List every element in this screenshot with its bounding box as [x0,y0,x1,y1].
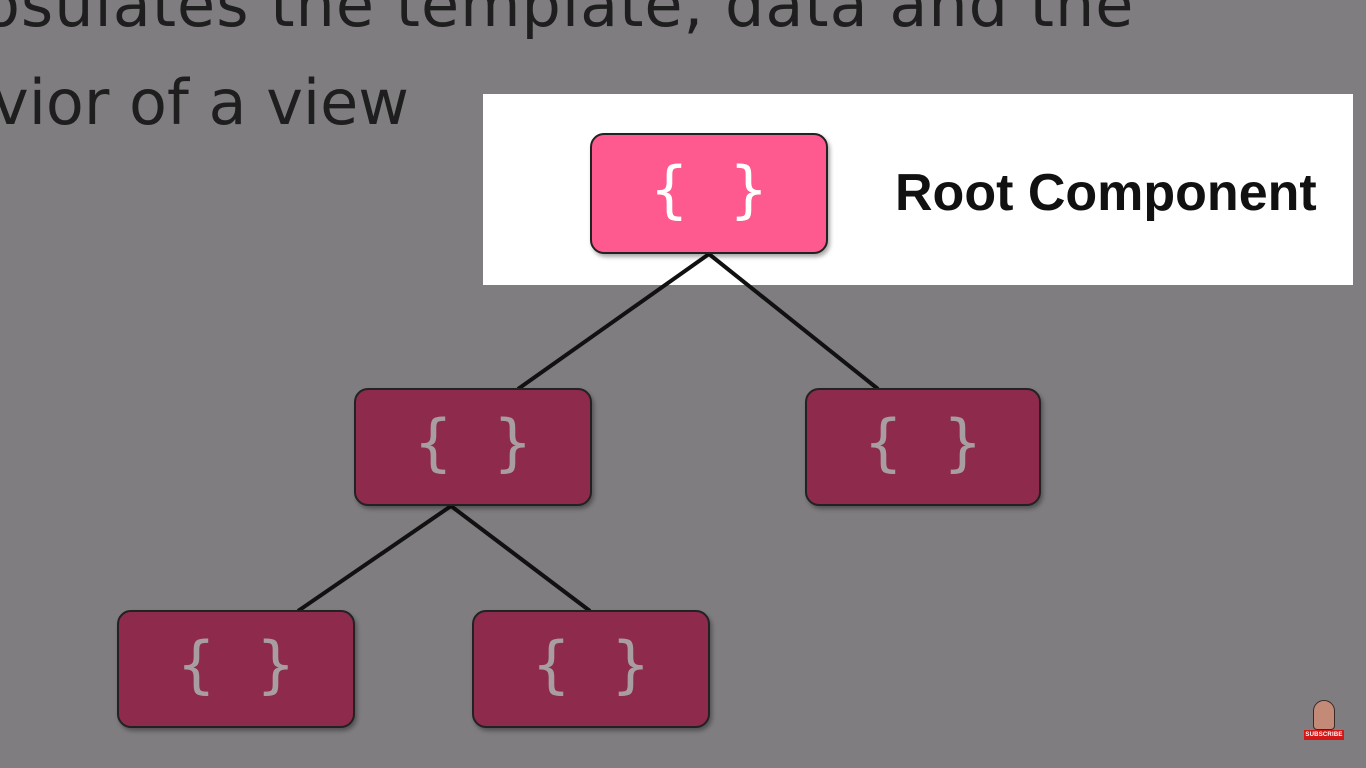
open-brace: { [531,628,571,701]
root-component-label: Root Component [895,164,1317,222]
root-component-node: { } [590,133,828,254]
close-brace: } [256,628,296,701]
open-brace: { [413,406,453,479]
open-brace: { [649,152,689,226]
grandchild-component-node-right: { } [472,610,710,728]
subscribe-watermark[interactable]: SUBSCRIBE [1304,700,1344,742]
close-brace: } [611,628,651,701]
child-component-node-left: { } [354,388,592,506]
grandchild-component-node-left: { } [117,610,355,728]
open-brace: { [863,406,903,479]
open-brace: { [176,628,216,701]
close-brace: } [729,152,769,226]
close-brace: } [493,406,533,479]
connector-root-to-right [707,252,880,391]
close-brace: } [943,406,983,479]
slide-text-line-1: osulates the template, data and the [0,0,1135,41]
connector-left-to-grandchild-right [449,504,592,613]
slide-text-line-2: vior of a view [0,66,409,139]
connector-root-to-left [516,252,711,391]
avatar-icon [1313,700,1335,730]
connector-left-to-grandchild-left [296,504,453,613]
child-component-node-right: { } [805,388,1041,506]
subscribe-label: SUBSCRIBE [1304,730,1344,740]
